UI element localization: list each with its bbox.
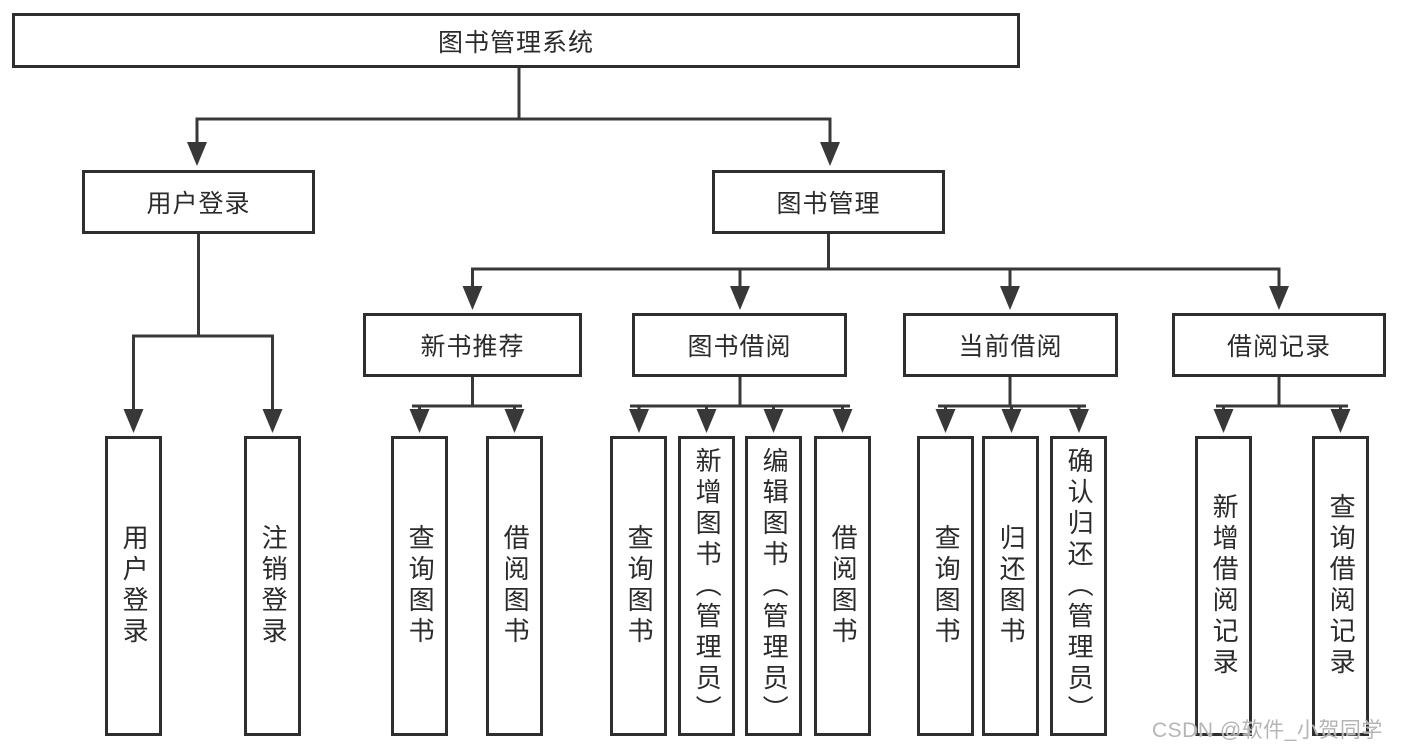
arrow-nb-query — [409, 409, 430, 433]
arrow-user-login — [187, 142, 207, 166]
leaf-user-login: 用户登录 — [105, 436, 162, 736]
node-book-management: 图书管理 — [712, 170, 945, 234]
arrow-login-leaf — [123, 409, 144, 433]
arrow-bb-borrow — [832, 409, 853, 433]
csdn-watermark: CSDN @软件_小贺同学 — [1152, 719, 1383, 742]
node-label: 确认归还（管理员） — [1064, 446, 1095, 726]
arrow-borrow-record — [1269, 286, 1289, 310]
leaf-cb-return-books: 归还图书 — [982, 436, 1039, 736]
node-user-login: 用户登录 — [82, 170, 315, 234]
arrow-new-book — [462, 286, 483, 310]
node-new-book-recommend: 新书推荐 — [363, 313, 582, 377]
leaf-cb-query-books: 查询图书 — [917, 436, 974, 736]
node-label: 用户登录 — [146, 190, 251, 218]
arrow-bb-add — [696, 409, 717, 433]
arrow-book-management — [820, 142, 840, 166]
node-label: 借阅图书 — [500, 524, 531, 648]
node-borrow-record: 借阅记录 — [1172, 313, 1386, 377]
node-label: 查询图书 — [405, 524, 436, 648]
node-book-borrow: 图书借阅 — [632, 313, 847, 377]
leaf-br-query-record: 查询借阅记录 — [1312, 436, 1369, 736]
arrow-cb-return — [1001, 409, 1022, 433]
leaf-logout: 注销登录 — [244, 436, 301, 736]
arrow-cb-query — [935, 409, 956, 433]
leaf-cb-confirm-return-admin: 确认归还（管理员） — [1050, 436, 1107, 736]
node-label: 图书借阅 — [687, 333, 792, 361]
arrow-br-query — [1330, 409, 1351, 433]
node-current-borrow: 当前借阅 — [903, 313, 1118, 377]
node-label: 新增图书（管理员） — [692, 446, 723, 726]
arrow-br-add — [1213, 409, 1234, 433]
arrow-logout-leaf — [262, 409, 283, 433]
leaf-br-add-record: 新增借阅记录 — [1195, 436, 1252, 736]
arrow-bb-query — [629, 409, 649, 433]
node-label: 新书推荐 — [420, 333, 525, 361]
node-label: 归还图书 — [996, 524, 1027, 648]
node-label: 借阅图书 — [828, 524, 859, 648]
node-label: 当前借阅 — [958, 333, 1063, 361]
node-library-management-system: 图书管理系统 — [12, 13, 1020, 68]
node-label: 用户登录 — [119, 524, 150, 648]
node-label: 新增借阅记录 — [1209, 493, 1240, 679]
arrow-nb-borrow — [504, 409, 525, 433]
node-label: 图书管理 — [776, 190, 881, 218]
arrow-current-borrow — [1000, 286, 1020, 310]
node-label: 查询图书 — [624, 524, 655, 648]
leaf-nb-borrow-books: 借阅图书 — [486, 436, 543, 736]
arrow-cb-confirm — [1069, 409, 1089, 433]
leaf-bb-borrow-books: 借阅图书 — [814, 436, 871, 736]
node-label: 注销登录 — [258, 524, 289, 648]
leaf-bb-add-books-admin: 新增图书（管理员） — [678, 436, 735, 736]
node-label: 图书管理系统 — [437, 28, 594, 57]
arrow-book-borrow — [730, 286, 750, 310]
arrow-bb-edit — [763, 409, 784, 433]
node-label: 借阅记录 — [1226, 333, 1331, 361]
leaf-nb-query-books: 查询图书 — [391, 436, 448, 736]
leaf-bb-query-books: 查询图书 — [610, 436, 667, 736]
node-label: 查询图书 — [931, 524, 962, 648]
leaf-bb-edit-books-admin: 编辑图书（管理员） — [745, 436, 802, 736]
node-label: 查询借阅记录 — [1326, 493, 1357, 679]
node-label: 编辑图书（管理员） — [759, 446, 790, 726]
